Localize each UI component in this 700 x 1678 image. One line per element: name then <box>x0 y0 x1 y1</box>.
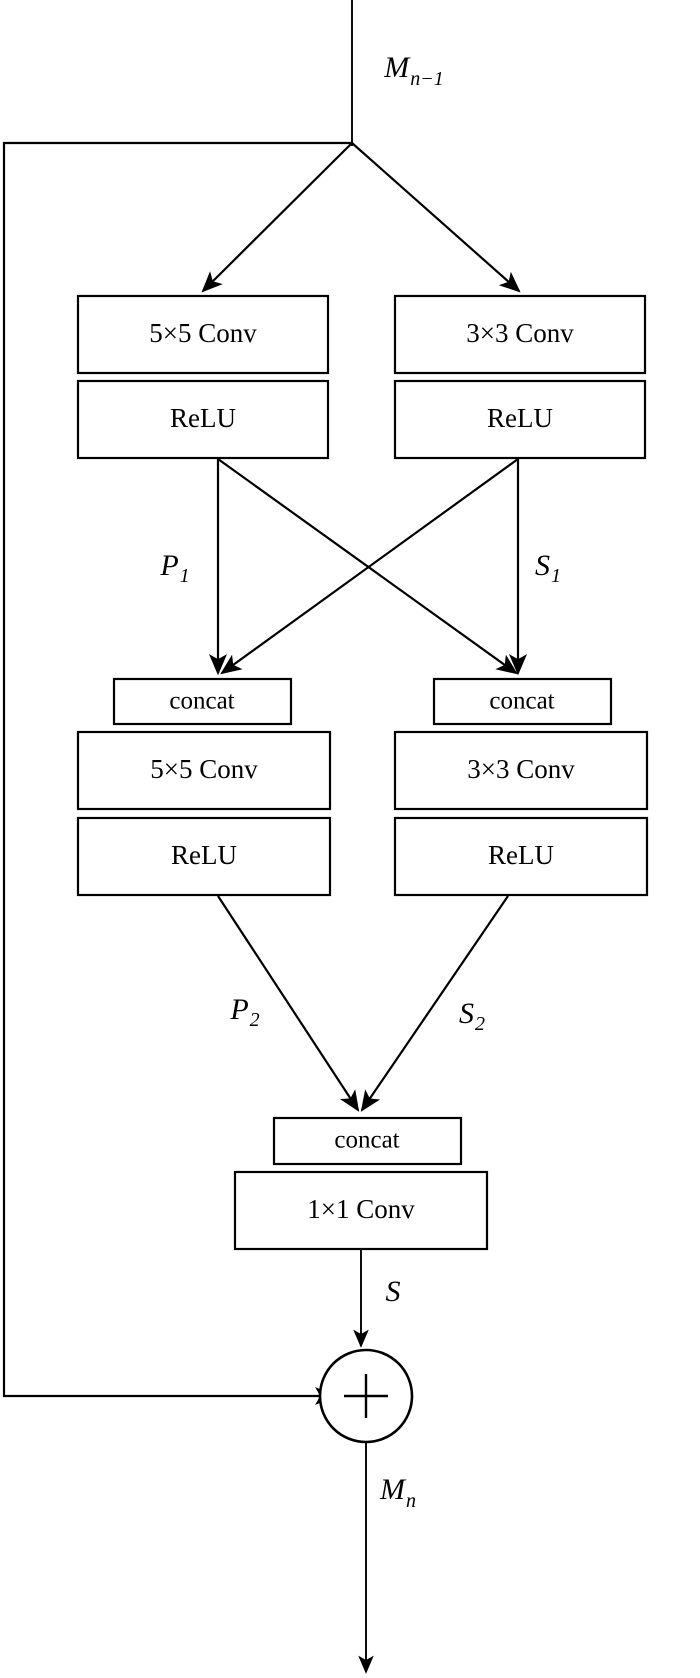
stage2-right-concat-box[interactable]: concat <box>432 677 613 726</box>
stage1-left-conv-box[interactable]: 5×5 Conv <box>76 294 330 375</box>
stage1-right-relu-label: ReLU <box>487 403 553 433</box>
stage2-right-conv-label: 3×3 Conv <box>467 754 575 784</box>
stage1-left-conv-label: 5×5 Conv <box>149 318 257 348</box>
stage2-right-relu-label: ReLU <box>488 840 554 870</box>
skip-connection-path <box>2 141 352 1406</box>
label-s: S <box>386 1275 401 1308</box>
stage2-left-concat-box[interactable]: concat <box>112 677 293 726</box>
label-p1: P1 <box>159 549 189 587</box>
edge-cross-right-to-left <box>220 458 519 675</box>
stage2-left-conv-label: 5×5 Conv <box>150 754 258 784</box>
edge-s2-to-concat <box>360 895 509 1112</box>
edge-p2-to-concat <box>217 895 360 1112</box>
stage1-right-conv-label: 3×3 Conv <box>466 318 574 348</box>
edge-cross-left-to-right <box>217 458 518 675</box>
stage1-left-relu-label: ReLU <box>170 403 236 433</box>
stage1-left-relu-box[interactable]: ReLU <box>76 379 330 460</box>
split-arrow-left <box>201 142 353 293</box>
stage3-concat-label: concat <box>334 1127 399 1154</box>
stage2-left-conv-box[interactable]: 5×5 Conv <box>76 730 332 811</box>
stage1-right-conv-box[interactable]: 3×3 Conv <box>393 294 647 375</box>
label-s1: S1 <box>535 549 561 587</box>
stage2-left-relu-label: ReLU <box>171 840 237 870</box>
stage3-concat-box[interactable]: concat <box>272 1116 463 1166</box>
stage2-right-conv-box[interactable]: 3×3 Conv <box>393 730 649 811</box>
label-s2: S2 <box>459 997 485 1035</box>
stage2-left-relu-box[interactable]: ReLU <box>76 816 332 897</box>
stage2-left-concat-label: concat <box>169 688 234 715</box>
stage3-conv-label: 1×1 Conv <box>307 1194 415 1224</box>
label-output-feature-map: Mn <box>379 1473 416 1512</box>
adder-node[interactable] <box>318 1348 414 1444</box>
label-p2: P2 <box>229 993 259 1031</box>
stage1-right-relu-box[interactable]: ReLU <box>393 379 647 460</box>
stage3-conv-box[interactable]: 1×1 Conv <box>233 1170 489 1251</box>
stage2-right-relu-box[interactable]: ReLU <box>393 816 649 897</box>
stage2-right-concat-label: concat <box>489 688 554 715</box>
split-arrow-right <box>351 142 521 293</box>
label-input-feature-map: Mn−1 <box>383 51 444 90</box>
